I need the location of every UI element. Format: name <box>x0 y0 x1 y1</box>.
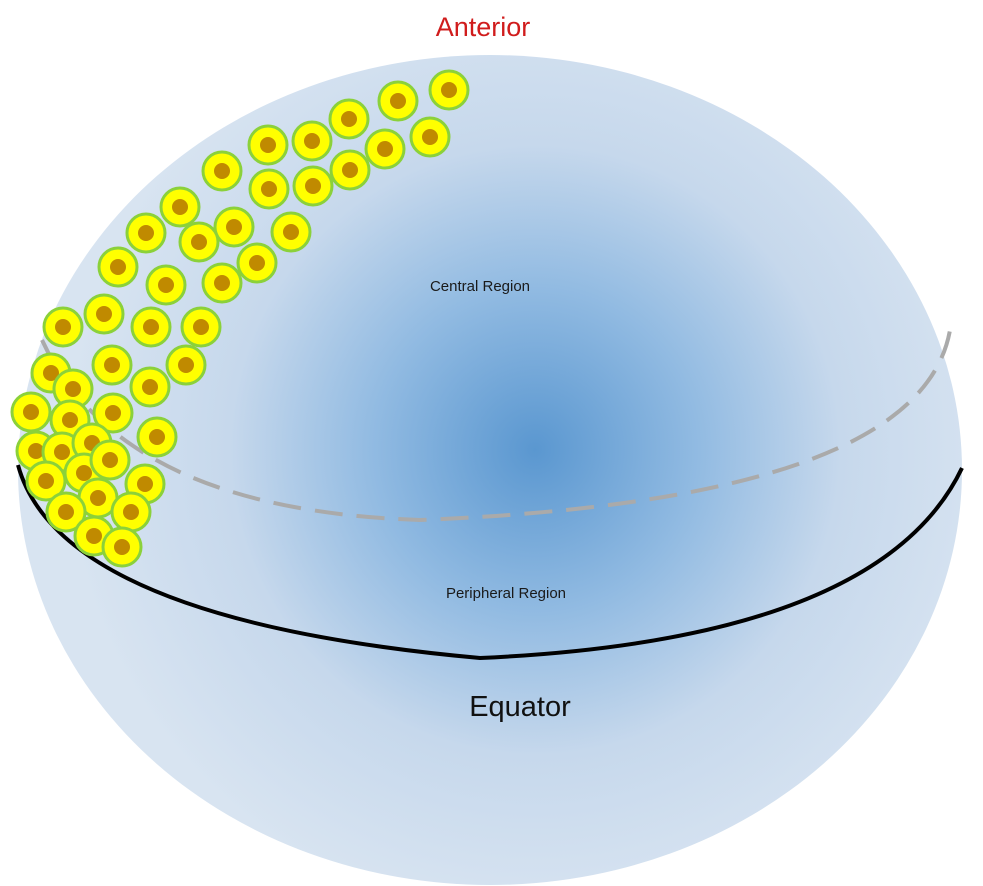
lens-fiber-cell <box>428 69 470 111</box>
lens-fiber-cell <box>201 262 243 304</box>
lens-fiber-cell <box>25 460 67 502</box>
lens-fiber-cell <box>213 206 255 248</box>
cell-nucleus <box>142 379 158 395</box>
cell-nucleus <box>86 528 102 544</box>
cell-nucleus <box>104 357 120 373</box>
lens-fiber-cell <box>292 165 334 207</box>
cell-nucleus <box>54 444 70 460</box>
lens-fiber-cell <box>10 391 52 433</box>
equator-back-dashed-line <box>40 329 952 523</box>
cell-nucleus <box>138 225 154 241</box>
cell-nucleus <box>191 234 207 250</box>
lens-fiber-cell <box>89 439 131 481</box>
lens-fiber-cell <box>180 306 222 348</box>
peripheral-region-label: Peripheral Region <box>446 585 566 602</box>
lens-fiber-cell <box>270 211 312 253</box>
cell-nucleus <box>143 319 159 335</box>
cell-nucleus <box>76 465 92 481</box>
lens-fiber-cell <box>97 246 139 288</box>
lens-fiber-cell <box>178 221 220 263</box>
cell-nucleus <box>102 452 118 468</box>
cell-nucleus <box>105 405 121 421</box>
equator-label: Equator <box>469 691 571 723</box>
lens-fiber-cell <box>125 212 167 254</box>
lens-fiber-cell <box>145 264 187 306</box>
cell-nucleus <box>123 504 139 520</box>
lens-fiber-cell <box>236 242 278 284</box>
cell-nucleus <box>260 137 276 153</box>
cell-nucleus <box>149 429 165 445</box>
cell-nucleus <box>62 412 78 428</box>
cell-nucleus <box>178 357 194 373</box>
cell-nucleus <box>114 539 130 555</box>
lens-fiber-cell <box>247 124 289 166</box>
cell-nucleus <box>38 473 54 489</box>
cell-cluster <box>10 69 470 568</box>
lens-fiber-cell <box>136 416 178 458</box>
cell-nucleus <box>226 219 242 235</box>
cell-nucleus <box>158 277 174 293</box>
lens-fiber-cell <box>91 344 133 386</box>
cell-nucleus <box>55 319 71 335</box>
cell-nucleus <box>214 275 230 291</box>
lens-fiber-cell <box>248 168 290 210</box>
cell-nucleus <box>172 199 188 215</box>
lens-fiber-cell <box>409 116 451 158</box>
cell-nucleus <box>249 255 265 271</box>
cell-nucleus <box>110 259 126 275</box>
lens-fiber-cell <box>377 80 419 122</box>
lens-fiber-cell <box>130 306 172 348</box>
lens-fiber-cell <box>129 366 171 408</box>
cell-nucleus <box>65 381 81 397</box>
cell-nucleus <box>441 82 457 98</box>
cell-nucleus <box>193 319 209 335</box>
lens-fiber-cell <box>83 293 125 335</box>
cell-nucleus <box>58 504 74 520</box>
central-region-label: Central Region <box>430 278 530 295</box>
lens-fiber-cell <box>159 186 201 228</box>
lens-fiber-cell <box>110 491 152 533</box>
lens-fiber-cell <box>45 491 87 533</box>
cell-nucleus <box>341 111 357 127</box>
lens-fiber-cell <box>328 98 370 140</box>
lens-fiber-cell <box>92 392 134 434</box>
anterior-label: Anterior <box>436 12 531 42</box>
cell-nucleus <box>137 476 153 492</box>
lens-fiber-cell <box>42 306 84 348</box>
cell-nucleus <box>377 141 393 157</box>
lens-fiber-cell <box>329 149 371 191</box>
cell-nucleus <box>342 162 358 178</box>
cell-nucleus <box>261 181 277 197</box>
lens-fiber-cell <box>291 120 333 162</box>
cell-nucleus <box>96 306 112 322</box>
cell-nucleus <box>43 365 59 381</box>
cell-nucleus <box>422 129 438 145</box>
cell-nucleus <box>390 93 406 109</box>
cell-nucleus <box>28 443 44 459</box>
cell-nucleus <box>23 404 39 420</box>
lens-fiber-cell <box>201 150 243 192</box>
lens-fiber-cell <box>101 526 143 568</box>
cell-nucleus <box>305 178 321 194</box>
lens-fiber-cell <box>165 344 207 386</box>
cell-nucleus <box>90 490 106 506</box>
cell-nucleus <box>214 163 230 179</box>
lens-fiber-cell <box>364 128 406 170</box>
cell-nucleus <box>283 224 299 240</box>
cell-nucleus <box>304 133 320 149</box>
